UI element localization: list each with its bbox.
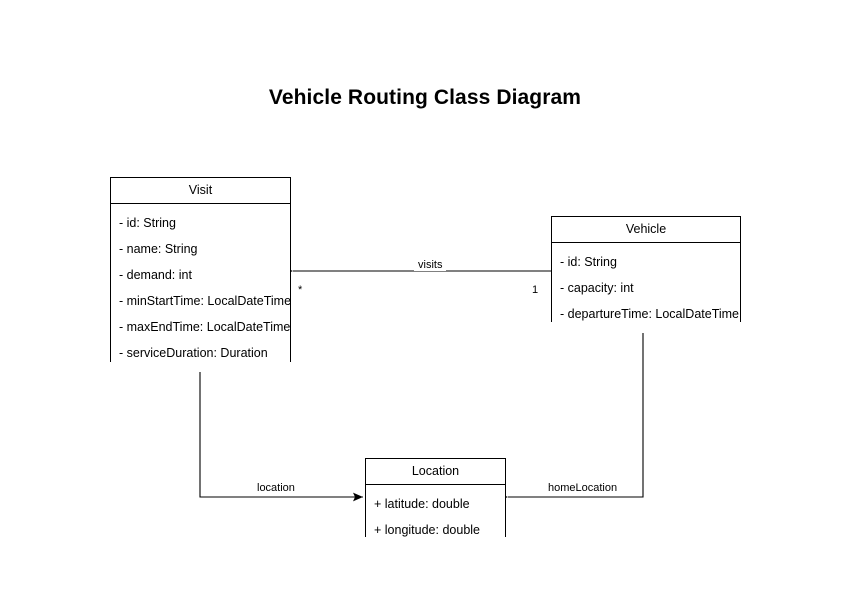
edge-label-visits: visits [414,259,447,271]
uml-class-visit[interactable]: Visit - id: String - name: String - dema… [110,177,291,372]
attribute-row: + longitude: double [374,523,480,537]
multiplicity-visit: * [298,284,303,296]
connector-location [199,362,363,502]
attribute-row: - maxEndTime: LocalDateTime [119,320,291,334]
class-name-visit: Visit [111,178,290,204]
multiplicity-vehicle: 1 [532,284,539,296]
class-name-location: Location [366,459,505,485]
attribute-row: - capacity: int [560,281,634,295]
page-title: Vehicle Routing Class Diagram [268,86,582,109]
attribute-row: - minStartTime: LocalDateTime [119,294,292,308]
connector-home-location [498,322,644,502]
attribute-list-vehicle: - id: String - capacity: int - departure… [552,243,740,333]
uml-class-vehicle[interactable]: Vehicle - id: String - capacity: int - d… [551,216,741,333]
uml-class-location[interactable]: Location + latitude: double + longitude:… [365,458,506,549]
edge-label-location: location [253,482,299,494]
class-name-vehicle: Vehicle [552,217,740,243]
attribute-row: - name: String [119,242,198,256]
attribute-row: - serviceDuration: Duration [119,346,268,360]
attribute-row: + latitude: double [374,497,470,511]
attribute-row: - id: String [560,255,617,269]
attribute-list-location: + latitude: double + longitude: double [366,485,505,549]
edge-label-home-location: homeLocation [544,482,622,494]
attribute-list-visit: - id: String - name: String - demand: in… [111,204,292,372]
attribute-row: - demand: int [119,268,192,282]
attribute-row: - departureTime: LocalDateTime [560,307,740,321]
attribute-row: - id: String [119,216,176,230]
